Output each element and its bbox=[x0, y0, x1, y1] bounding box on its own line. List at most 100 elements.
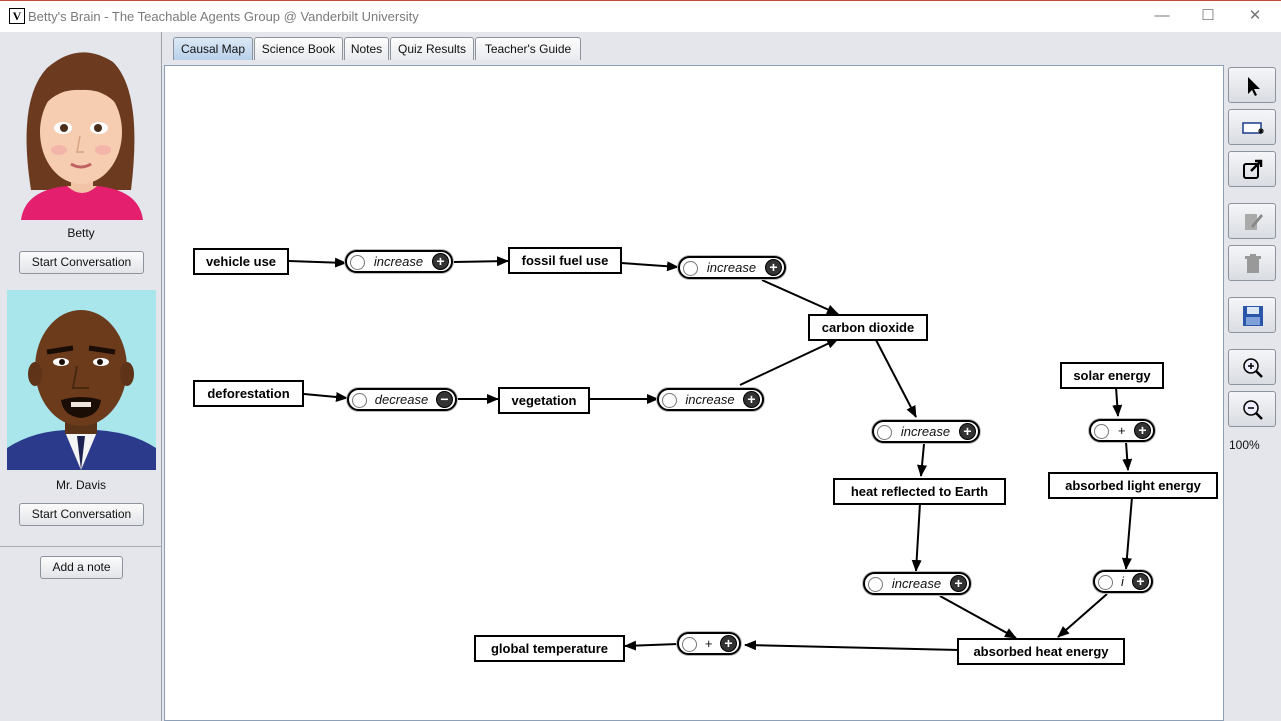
tab-causal-map[interactable]: Causal Map bbox=[173, 37, 253, 60]
link-label: increase bbox=[900, 424, 951, 439]
edge bbox=[1122, 441, 1133, 471]
add-concept-button[interactable] bbox=[1228, 109, 1276, 145]
concept-node-deforestation[interactable]: deforestation bbox=[193, 380, 304, 407]
plus-sign-icon: + bbox=[765, 259, 782, 276]
edge bbox=[303, 392, 348, 402]
concept-node-vehicle-use[interactable]: vehicle use bbox=[193, 248, 289, 275]
maximize-button[interactable]: ☐ bbox=[1201, 7, 1215, 24]
zoom-in-icon bbox=[1243, 358, 1263, 378]
concept-node-absorbed-heat-energy[interactable]: absorbed heat energy bbox=[957, 638, 1125, 665]
add-concept-icon bbox=[1242, 122, 1264, 134]
plus-sign-icon: + bbox=[1134, 422, 1151, 439]
edge bbox=[453, 256, 509, 267]
title-bar: V Betty's Brain - The Teachable Agents G… bbox=[0, 0, 1281, 32]
link-label: increase bbox=[706, 260, 757, 275]
zoom-in-button[interactable] bbox=[1228, 349, 1276, 385]
edit-icon bbox=[1245, 214, 1263, 230]
concept-node-solar-energy[interactable]: solar energy bbox=[1060, 362, 1164, 389]
link-quality-circle[interactable] bbox=[877, 425, 892, 440]
link-heat-reflected-to-absorbed-heat[interactable]: increase + bbox=[863, 572, 971, 595]
edge bbox=[875, 339, 917, 418]
edit-button[interactable] bbox=[1228, 203, 1276, 239]
betty-name: Betty bbox=[67, 226, 95, 240]
link-solar-energy-to-absorbed-light[interactable]: + + bbox=[1089, 419, 1155, 442]
betty-start-conversation-button[interactable]: Start Conversation bbox=[19, 251, 144, 274]
link-quality-circle[interactable] bbox=[1098, 575, 1113, 590]
pointer-tool-button[interactable] bbox=[1228, 67, 1276, 103]
link-absorbed-light-to-absorbed-heat[interactable]: i + bbox=[1093, 570, 1153, 593]
link-vehicle-use-to-fossil-fuel-use[interactable]: increase + bbox=[345, 250, 453, 273]
concept-node-global-temperature[interactable]: global temperature bbox=[474, 635, 625, 662]
link-label: increase bbox=[373, 254, 424, 269]
link-carbon-dioxide-to-heat-reflected[interactable]: increase + bbox=[872, 420, 980, 443]
plus-sign-icon: + bbox=[720, 635, 737, 652]
link-label: i bbox=[1121, 574, 1124, 589]
add-link-icon bbox=[1243, 159, 1263, 179]
pointer-icon bbox=[1248, 77, 1260, 96]
plus-sign-icon: + bbox=[1132, 573, 1149, 590]
link-deforestation-to-vegetation[interactable]: decrease − bbox=[347, 388, 457, 411]
link-quality-circle[interactable] bbox=[1094, 424, 1109, 439]
edge bbox=[939, 595, 1017, 639]
link-vegetation-to-carbon-dioxide[interactable]: increase + bbox=[657, 388, 764, 411]
link-label: + bbox=[1117, 423, 1126, 438]
edge bbox=[739, 338, 839, 386]
edge bbox=[624, 640, 679, 651]
window-title: Betty's Brain - The Teachable Agents Gro… bbox=[28, 9, 419, 24]
edge bbox=[917, 443, 928, 477]
link-quality-circle[interactable] bbox=[662, 393, 677, 408]
close-button[interactable]: ✕ bbox=[1248, 7, 1262, 24]
plus-sign-icon: + bbox=[743, 391, 760, 408]
zoom-level: 100% bbox=[1229, 438, 1260, 452]
link-label: increase bbox=[891, 576, 942, 591]
betty-avatar bbox=[7, 40, 156, 220]
plus-sign-icon: + bbox=[959, 423, 976, 440]
edge bbox=[1121, 496, 1133, 570]
link-fossil-fuel-use-to-carbon-dioxide[interactable]: increase + bbox=[678, 256, 786, 279]
edge bbox=[761, 279, 839, 315]
link-quality-circle[interactable] bbox=[350, 255, 365, 270]
delete-button[interactable] bbox=[1228, 245, 1276, 281]
link-quality-circle[interactable] bbox=[682, 637, 697, 652]
tab-science-book[interactable]: Science Book bbox=[254, 37, 343, 60]
mr-davis-name: Mr. Davis bbox=[55, 478, 106, 492]
concept-node-carbon-dioxide[interactable]: carbon dioxide bbox=[808, 314, 928, 341]
mr-davis-avatar bbox=[7, 290, 156, 470]
concept-node-fossil-fuel-use[interactable]: fossil fuel use bbox=[508, 247, 622, 274]
minus-sign-icon: − bbox=[436, 391, 453, 408]
concept-node-absorbed-light-energy[interactable]: absorbed light energy bbox=[1048, 472, 1218, 499]
edge bbox=[1112, 386, 1123, 417]
agent-sidebar: Betty Start Conversation Mr. Davis Start… bbox=[0, 32, 162, 721]
tab-notes[interactable]: Notes bbox=[344, 37, 389, 60]
concept-node-vegetation[interactable]: vegetation bbox=[498, 387, 590, 414]
map-toolbar: 100% bbox=[1227, 65, 1279, 721]
concept-node-heat-reflected-to-earth[interactable]: heat reflected to Earth bbox=[833, 478, 1006, 505]
sidebar-divider bbox=[0, 546, 161, 547]
plus-sign-icon: + bbox=[432, 253, 449, 270]
link-absorbed-heat-to-global-temperature[interactable]: + + bbox=[677, 632, 741, 655]
link-quality-circle[interactable] bbox=[352, 393, 367, 408]
save-button[interactable] bbox=[1228, 297, 1276, 333]
link-quality-circle[interactable] bbox=[683, 261, 698, 276]
delete-icon bbox=[1245, 254, 1261, 273]
link-edges bbox=[288, 256, 1133, 651]
link-label: increase bbox=[685, 392, 735, 407]
tab-quiz-results[interactable]: Quiz Results bbox=[390, 37, 474, 60]
add-link-button[interactable] bbox=[1228, 151, 1276, 187]
tab-teachers-guide[interactable]: Teacher's Guide bbox=[475, 37, 581, 60]
minimize-button[interactable]: — bbox=[1154, 7, 1170, 24]
zoom-out-button[interactable] bbox=[1228, 391, 1276, 427]
add-note-button[interactable]: Add a note bbox=[40, 556, 123, 579]
edge bbox=[1057, 593, 1108, 638]
link-label: + bbox=[704, 636, 713, 651]
edge bbox=[620, 261, 679, 272]
mr-davis-start-conversation-button[interactable]: Start Conversation bbox=[19, 503, 144, 526]
edge bbox=[911, 502, 922, 572]
plus-sign-icon: + bbox=[950, 575, 967, 592]
main-panel: Causal Map Science Book Notes Quiz Resul… bbox=[163, 32, 1281, 721]
link-quality-circle[interactable] bbox=[868, 577, 883, 592]
causal-map-canvas[interactable]: vehicle use fossil fuel use carbon dioxi… bbox=[164, 65, 1224, 721]
save-icon bbox=[1243, 306, 1263, 326]
link-label: decrease bbox=[374, 392, 429, 407]
edge bbox=[288, 257, 347, 268]
